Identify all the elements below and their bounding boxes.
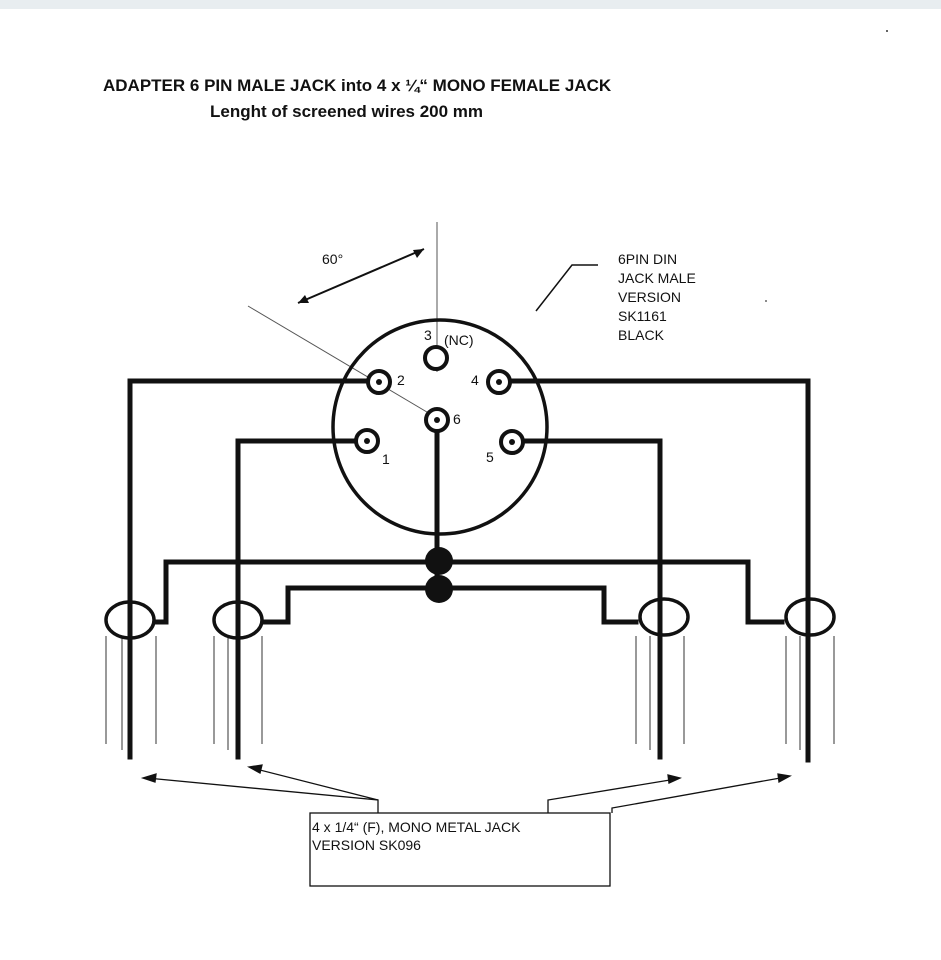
ground-dot-lower	[425, 575, 453, 603]
jack-label-line-2: VERSION SK096	[312, 837, 421, 853]
speck	[765, 300, 767, 302]
pin-6-label: 6	[453, 411, 461, 427]
top-bar	[0, 0, 941, 9]
jack-1	[104, 600, 157, 750]
title-line-1: ADAPTER 6 PIN MALE JACK into 4 x ¼“ MONO…	[103, 76, 612, 95]
pin-5	[499, 429, 525, 455]
pin-3-note: (NC)	[444, 332, 474, 348]
pin-5-label: 5	[486, 449, 494, 465]
title-line-2: Lenght of screened wires 200 mm	[210, 102, 483, 121]
connector-label-line-4: SK1161	[618, 308, 667, 324]
din-connector-body	[331, 318, 549, 536]
arrowhead-jack-1	[140, 773, 157, 783]
angled-reference-line	[247, 305, 438, 419]
jack-label-box	[309, 812, 611, 887]
arrow-to-jack-3	[547, 778, 677, 813]
jack-2	[212, 600, 264, 750]
connector-label-line-1: 6PIN DIN	[618, 251, 677, 267]
pin-1-label: 1	[382, 451, 390, 467]
ground-dot-upper	[425, 547, 453, 575]
jack-pointer-arrows	[140, 764, 792, 813]
connector-callout-line	[535, 264, 598, 312]
pin-4	[486, 369, 512, 395]
arrow-to-jack-4	[611, 776, 787, 813]
wires	[127, 378, 811, 763]
wire-pin-5	[515, 438, 663, 760]
speck	[886, 30, 888, 32]
arrowhead-jack-2	[247, 764, 263, 774]
connector-label-line-5: BLACK	[618, 327, 665, 343]
pin-3	[423, 345, 449, 371]
connector-label: 6PIN DIN JACK MALE VERSION SK1161 BLACK	[618, 251, 696, 343]
pin-2-label: 2	[397, 372, 405, 388]
jack-3	[635, 597, 690, 750]
shield-bus-outer	[149, 559, 785, 625]
arrowhead-jack-4	[777, 773, 792, 784]
jack-4	[784, 597, 836, 750]
pin-3-label: 3	[424, 327, 432, 343]
pin-2	[366, 369, 392, 395]
arrowhead-jack-3	[667, 774, 682, 784]
angle-label: 60°	[322, 251, 343, 267]
arrow-to-jack-2	[251, 767, 379, 801]
jack-label-line-1: 4 x 1/4“ (F), MONO METAL JACK	[312, 819, 521, 835]
arrow-to-jack-1	[146, 777, 379, 813]
pin-4-label: 4	[471, 372, 479, 388]
pin-1	[354, 428, 380, 454]
connector-label-line-3: VERSION	[618, 289, 681, 305]
wire-pin-1	[235, 438, 363, 760]
angle-arrow	[297, 248, 425, 304]
wire-pin-4	[502, 378, 811, 763]
pin-6	[424, 407, 450, 433]
connector-label-line-2: JACK MALE	[618, 270, 696, 286]
